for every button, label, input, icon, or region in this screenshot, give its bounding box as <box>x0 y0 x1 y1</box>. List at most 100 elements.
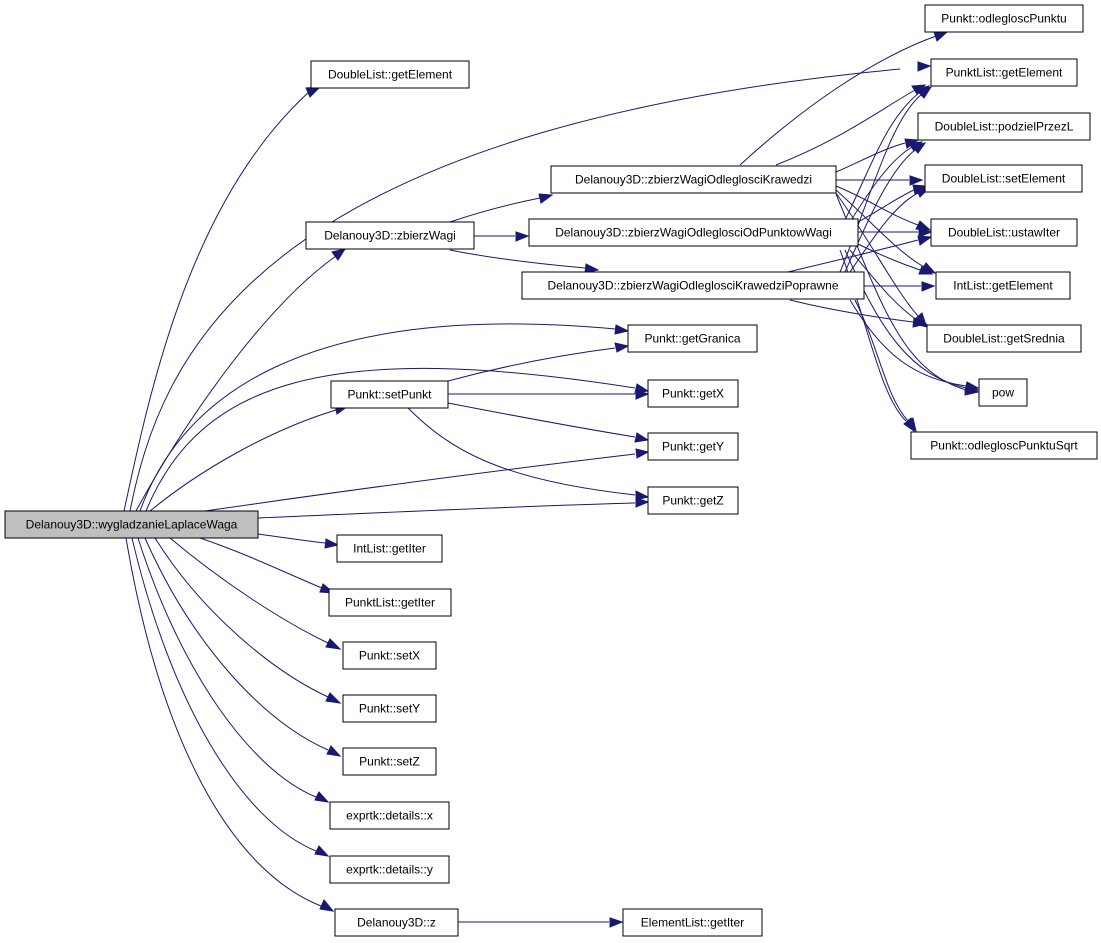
arrowhead <box>917 61 932 72</box>
edge-poprawne-odlegloscpunktusqrt <box>854 299 909 422</box>
arrowhead <box>917 235 933 246</box>
node-zbierzwagi[interactable]: Delanouy3D::zbierzWagi <box>305 221 475 250</box>
arrowhead <box>314 845 330 857</box>
node-label: DoubleList::podzielPrzezL <box>935 120 1074 134</box>
node-label: IntList::getIter <box>353 542 426 556</box>
node-label: IntList::getElement <box>953 279 1053 293</box>
node-label: Delanouy3D::wygladzanieLaplaceWaga <box>26 518 238 532</box>
edge-poprawne-getsrednia <box>789 299 914 323</box>
node-punkt-odlegloscpunktusqrt[interactable]: Punkt::odlegloscPunktuSqrt <box>910 431 1098 460</box>
node-label: Delanouy3D::z <box>357 916 436 930</box>
arrowhead <box>614 342 630 353</box>
arrowhead <box>515 231 530 242</box>
arrowhead <box>325 638 342 650</box>
arrowhead <box>635 497 650 508</box>
node-zbierz-wagi-odpunktow[interactable]: Delanouy3D::zbierzWagiOdleglosciOdPunkto… <box>528 218 859 247</box>
node-label: exprtk::details::x <box>346 809 433 823</box>
edges-from-setpunkt <box>407 342 650 501</box>
edge-odpunktow-setelement <box>857 189 915 223</box>
node-punktlist-getiter[interactable]: PunktList::getIter <box>328 588 452 617</box>
node-intlist-getelement[interactable]: IntList::getElement <box>935 271 1071 300</box>
edge-odpunktow-getsrednia <box>849 249 918 321</box>
edge-root-gety <box>204 453 636 512</box>
node-elementlist-getiter[interactable]: ElementList::getIter <box>622 908 763 937</box>
node-doublelist-podzielprzezl[interactable]: DoubleList::podzielPrzezL <box>917 112 1091 141</box>
node-doublelist-ustawiter[interactable]: DoubleList::ustawIter <box>930 218 1078 247</box>
edge-krawedzi-intlist-getelement <box>835 189 925 268</box>
node-doublelist-getsrednia[interactable]: DoubleList::getSrednia <box>926 324 1082 353</box>
arrowhead <box>314 791 330 803</box>
node-delanouy-z[interactable]: Delanouy3D::z <box>334 908 459 937</box>
node-zbierz-wagi-poprawne[interactable]: Delanouy3D::zbierzWagiOdleglosciKrawedzi… <box>521 271 865 300</box>
node-punkt-setx[interactable]: Punkt::setX <box>342 641 437 670</box>
arrowhead <box>921 281 936 292</box>
node-punkt-setpunkt[interactable]: Punkt::setPunkt <box>330 380 449 409</box>
arrowhead <box>609 917 624 928</box>
node-label: DoubleList::getElement <box>328 68 453 82</box>
node-label: PunktList::getIter <box>345 596 435 610</box>
edge-root-setz <box>144 537 329 751</box>
arrowhead <box>909 175 924 186</box>
node-doublelist-setelement[interactable]: DoubleList::setElement <box>924 164 1083 193</box>
node-label: Punkt::setPunkt <box>347 388 432 402</box>
node-wygladzanie-laplace-waga[interactable]: Delanouy3D::wygladzanieLaplaceWaga <box>4 510 259 539</box>
edge-poprawne-pow <box>849 299 967 387</box>
node-label: Delanouy3D::zbierzWagiOdleglosciKrawedzi… <box>547 279 838 293</box>
edge-poprawne-setelement <box>849 192 919 273</box>
arrowhead <box>634 432 650 443</box>
edge-odpunktow-podzielprzezl <box>849 146 913 223</box>
nodes: Delanouy3D::wygladzanieLaplaceWaga Doubl… <box>4 4 1098 937</box>
edge-krawedzi-ustawiter <box>835 185 919 226</box>
node-punkt-odlegloscpunktu[interactable]: Punkt::odlegloscPunktu <box>924 4 1084 33</box>
edge-root-doublelist-getelement <box>123 90 311 512</box>
edge-root-punktlist-getelement <box>129 68 901 512</box>
node-exprtk-y[interactable]: exprtk::details::y <box>329 855 450 884</box>
arrowhead <box>635 448 650 459</box>
arrowhead <box>319 899 335 912</box>
edge-root-getz <box>257 502 636 519</box>
edge-zbierzwagi-poprawne <box>449 249 586 269</box>
arrowhead <box>915 220 932 231</box>
edge-setpunkt-getz <box>407 407 636 496</box>
arrowhead <box>324 538 340 549</box>
node-label: Punkt::getY <box>662 440 724 454</box>
edge-root-sety <box>154 537 329 698</box>
node-pow[interactable]: pow <box>978 378 1028 407</box>
node-punkt-gety[interactable]: Punkt::getY <box>647 432 739 461</box>
edges-from-delanouy-z <box>458 917 624 928</box>
node-punkt-setz[interactable]: Punkt::setZ <box>342 747 437 776</box>
edges-from-poprawne <box>787 86 980 433</box>
arrowhead <box>326 745 342 757</box>
node-zbierz-wagi-krawedzi[interactable]: Delanouy3D::zbierzWagiOdleglosciKrawedzi <box>550 165 837 194</box>
node-label: PunktList::getElement <box>946 66 1063 80</box>
node-punkt-sety[interactable]: Punkt::setY <box>342 694 437 723</box>
edge-odpunktow-punktlist-getelement <box>844 91 921 221</box>
arrowhead <box>635 490 650 501</box>
arrowhead <box>933 31 949 42</box>
arrowhead <box>918 227 933 238</box>
arrowhead <box>635 389 650 400</box>
edge-krawedzi-podzielprzezl <box>835 142 906 173</box>
arrowhead <box>964 381 980 392</box>
edge-root-exprtk-x <box>137 537 317 798</box>
node-punktlist-getelement[interactable]: PunktList::getElement <box>930 58 1078 87</box>
node-punkt-getgranica[interactable]: Punkt::getGranica <box>627 324 758 353</box>
node-doublelist-getelement[interactable]: DoubleList::getElement <box>310 60 470 89</box>
edge-root-getx <box>145 367 636 512</box>
node-exprtk-x[interactable]: exprtk::details::x <box>329 801 450 830</box>
arrowhead <box>538 193 554 204</box>
node-punkt-getz[interactable]: Punkt::getZ <box>647 486 739 515</box>
node-punkt-getx[interactable]: Punkt::getX <box>647 379 739 408</box>
node-intlist-getiter[interactable]: IntList::getIter <box>336 534 443 563</box>
edge-setpunkt-gety <box>447 402 636 438</box>
edge-root-setx <box>169 537 329 644</box>
node-label: Punkt::odlegloscPunktuSqrt <box>930 439 1078 453</box>
arrowhead <box>911 142 927 154</box>
edge-zbierzwagi-krawedzi <box>449 197 541 223</box>
edge-krawedzi-getsrednia <box>835 192 919 317</box>
node-label: pow <box>992 386 1014 400</box>
node-label: Delanouy3D::zbierzWagi <box>324 229 456 243</box>
node-label: Punkt::getGranica <box>644 332 740 346</box>
edge-setpunkt-getgranica <box>447 347 616 382</box>
